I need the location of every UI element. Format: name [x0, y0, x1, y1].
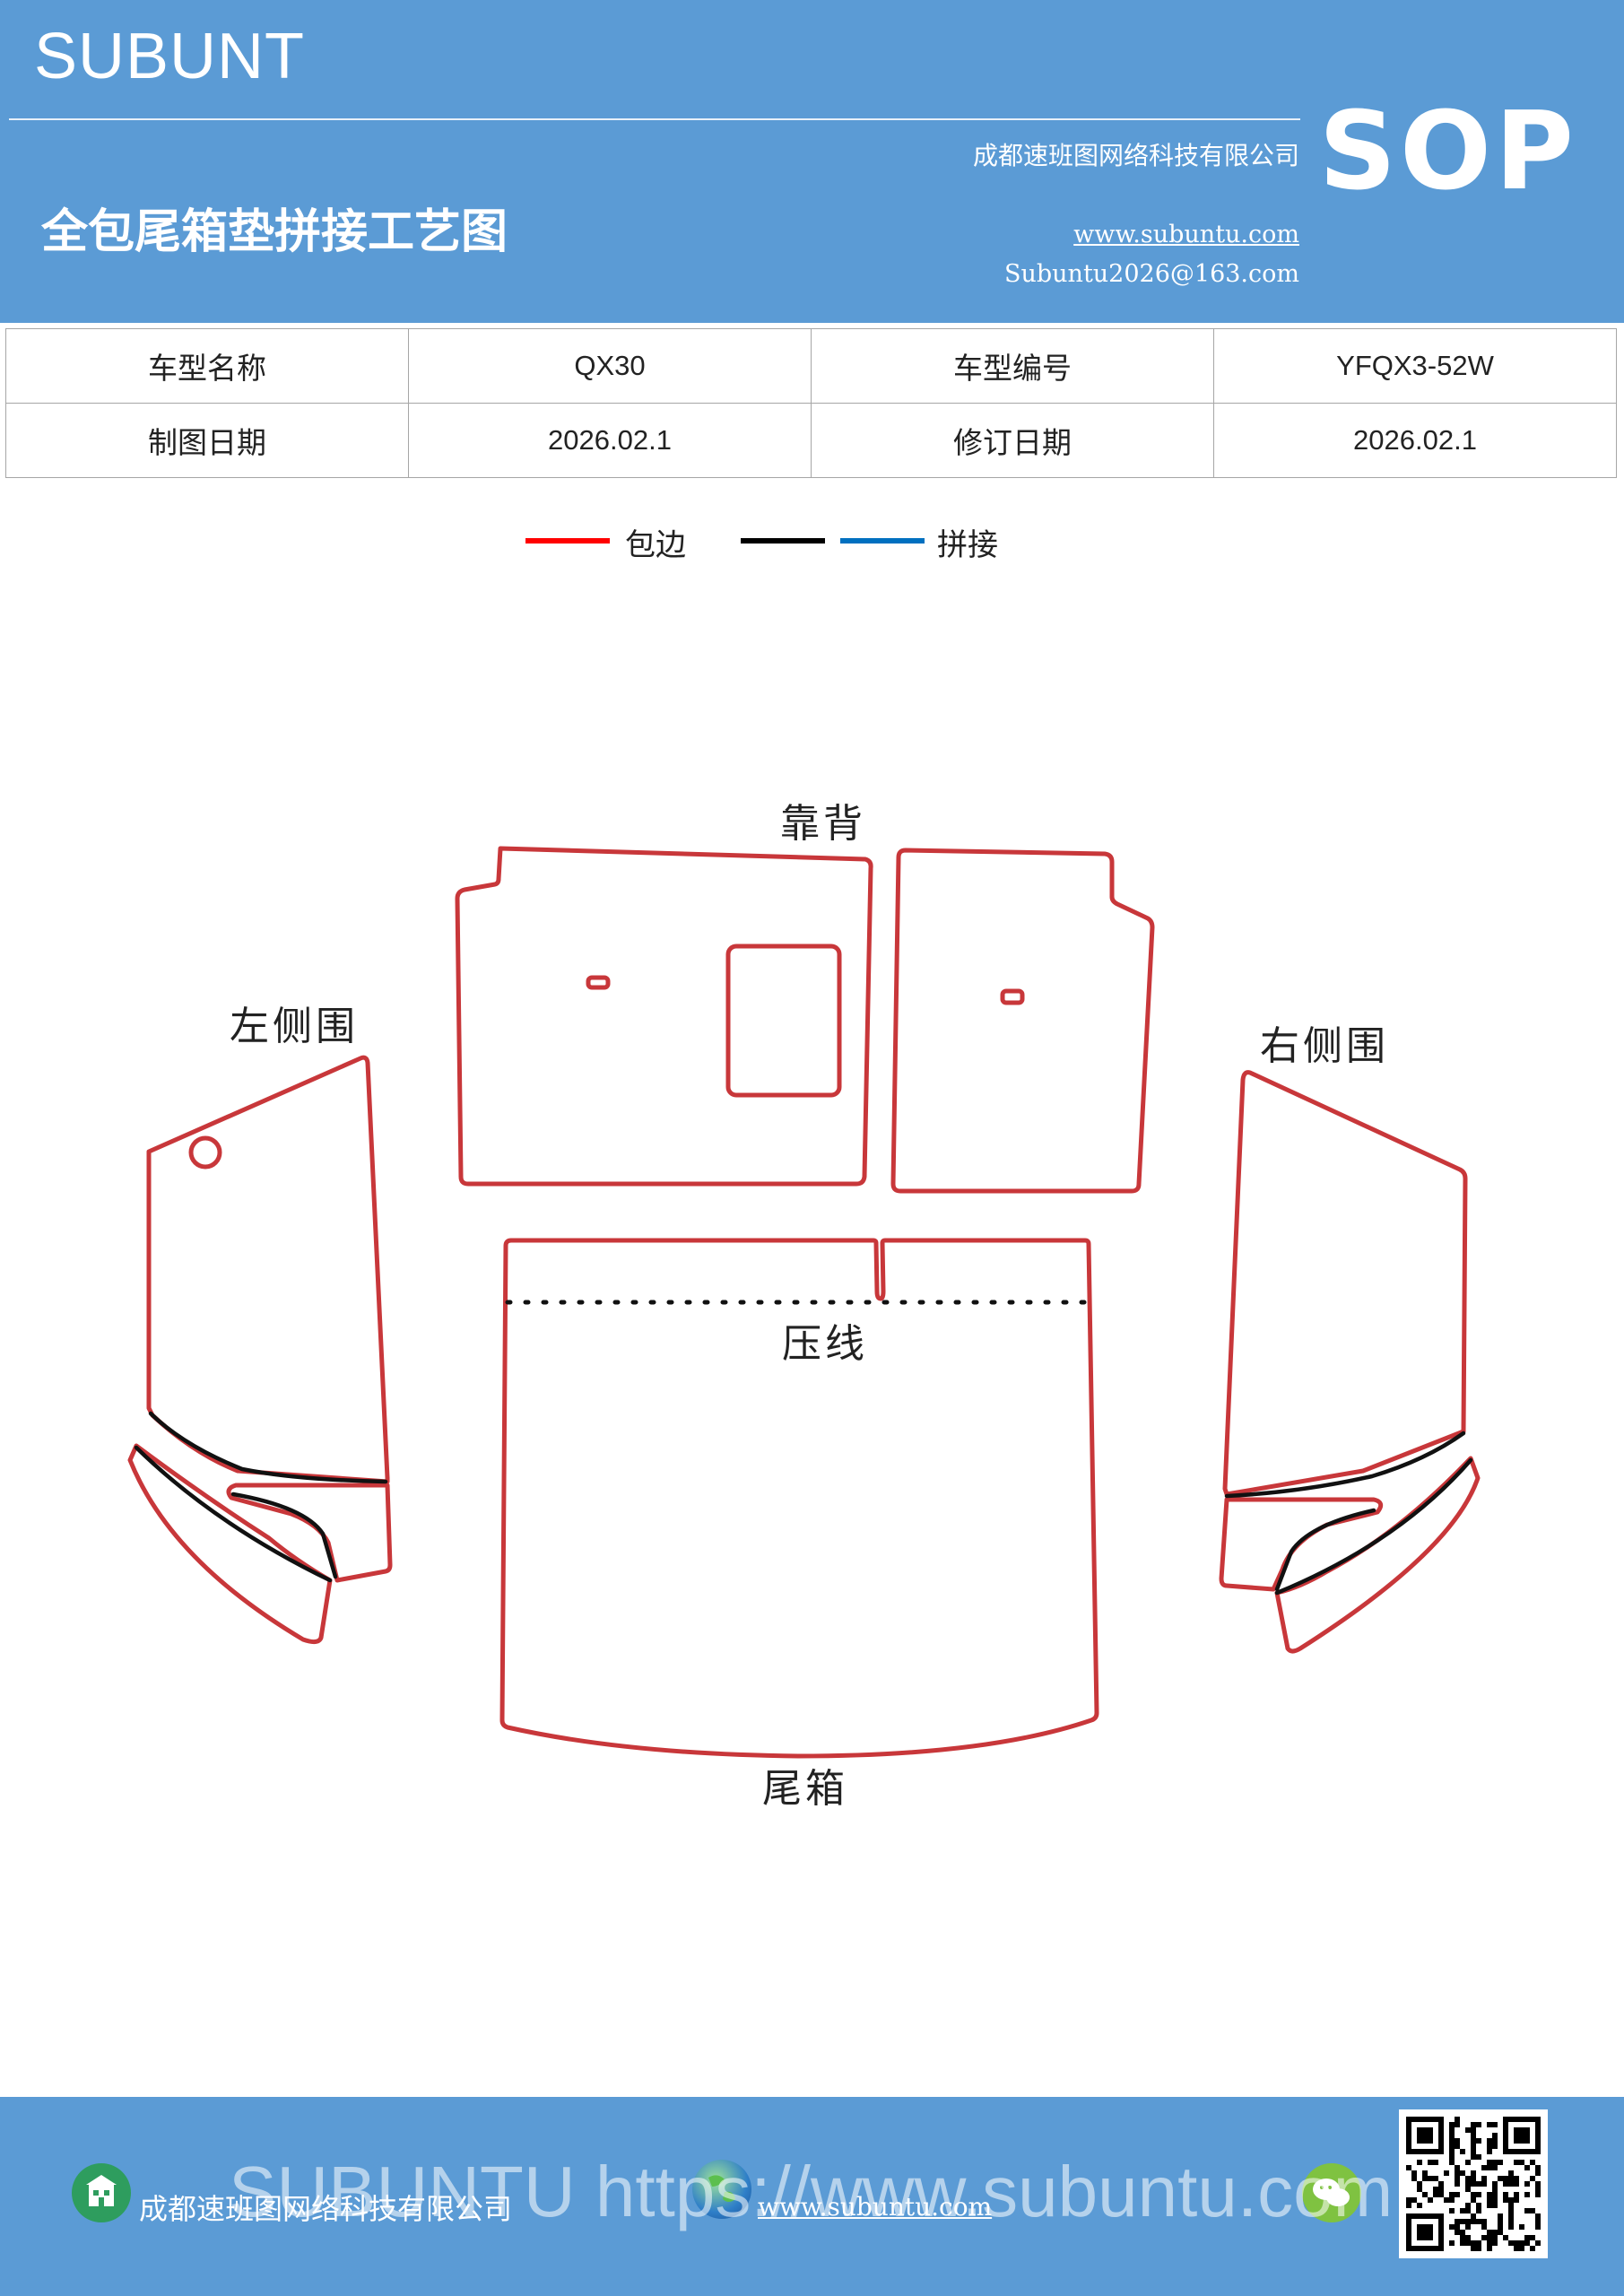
left-side-seam-3	[230, 1492, 338, 1579]
left-side-label: 左侧围	[230, 1004, 359, 1049]
backrest-left-slot	[586, 975, 611, 990]
model-code-value: YFQX3-52W	[1213, 328, 1617, 404]
revise-date-label: 修订日期	[811, 403, 1214, 478]
vehicle-info-table: 车型名称 QX30 车型编号 YFQX3-52W 制图日期 2026.02.1 …	[5, 328, 1617, 478]
footer-website-link[interactable]: www.subuntu.com	[758, 2192, 993, 2222]
left-side-seam-2	[134, 1445, 333, 1583]
right-side-seam-1	[1224, 1431, 1466, 1499]
table-row: 制图日期 2026.02.1 修订日期 2026.02.1	[5, 403, 1617, 478]
revise-date-value: 2026.02.1	[1213, 403, 1617, 478]
legend-black-line	[741, 538, 825, 544]
trunk-floor-panel	[499, 1238, 1099, 1759]
backrest-label: 靠背	[780, 801, 866, 847]
backrest-right-slot	[1000, 988, 1025, 1005]
building-icon	[72, 2163, 131, 2222]
table-row: 车型名称 QX30 车型编号 YFQX3-52W	[5, 328, 1617, 404]
right-side-panel	[1222, 1070, 1468, 1497]
backrest-left-panel	[455, 846, 873, 1187]
page-title: 全包尾箱垫拼接工艺图	[41, 205, 508, 259]
draw-date-label: 制图日期	[5, 403, 409, 478]
left-side-panel	[146, 1055, 390, 1484]
right-side-seam-2	[1274, 1457, 1473, 1596]
model-code-label: 车型编号	[811, 328, 1214, 404]
right-side-label: 右侧围	[1260, 1023, 1389, 1069]
left-side-seam-1	[148, 1411, 388, 1484]
right-side-seam-3	[1274, 1508, 1376, 1592]
website-link[interactable]: www.subuntu.com	[1073, 221, 1299, 248]
footer-banner: 成都速班图网络科技有限公司 www.subuntu.com SUBUNTU ht…	[0, 2097, 1624, 2296]
legend-edge-label: 包边	[625, 527, 686, 563]
sop-badge: SOP	[1318, 90, 1577, 214]
legend-edge-line	[525, 538, 610, 544]
legend: 包边 拼接	[0, 520, 1624, 574]
model-name-label: 车型名称	[5, 328, 409, 404]
backrest-left-cutout	[725, 944, 842, 1098]
company-name: 成都速班图网络科技有限公司	[972, 141, 1299, 170]
backrest-right-panel	[890, 848, 1155, 1194]
left-side-hole	[188, 1135, 222, 1170]
brand-name: SUBUNT	[34, 21, 306, 92]
trunk-label: 尾箱	[762, 1766, 848, 1812]
draw-date-value: 2026.02.1	[408, 403, 812, 478]
legend-seam-label: 拼接	[937, 527, 998, 563]
header-divider	[9, 118, 1300, 120]
footer-watermark: SUBUNTU https://www.subuntu.com	[229, 2152, 1394, 2231]
model-name-value: QX30	[408, 328, 812, 404]
header-banner: SUBUNT 成都速班图网络科技有限公司 全包尾箱垫拼接工艺图 www.subu…	[0, 0, 1624, 323]
footer-company: 成都速班图网络科技有限公司	[139, 2192, 513, 2226]
legend-seam-line	[840, 538, 925, 544]
globe-icon	[692, 2160, 751, 2219]
wechat-icon[interactable]	[1302, 2163, 1361, 2222]
left-side-bottom-a	[127, 1443, 333, 1645]
press-line-label: 压线	[782, 1321, 868, 1367]
qr-code[interactable]	[1399, 2109, 1548, 2258]
email-address: Subuntu2026@163.com	[1004, 260, 1299, 288]
